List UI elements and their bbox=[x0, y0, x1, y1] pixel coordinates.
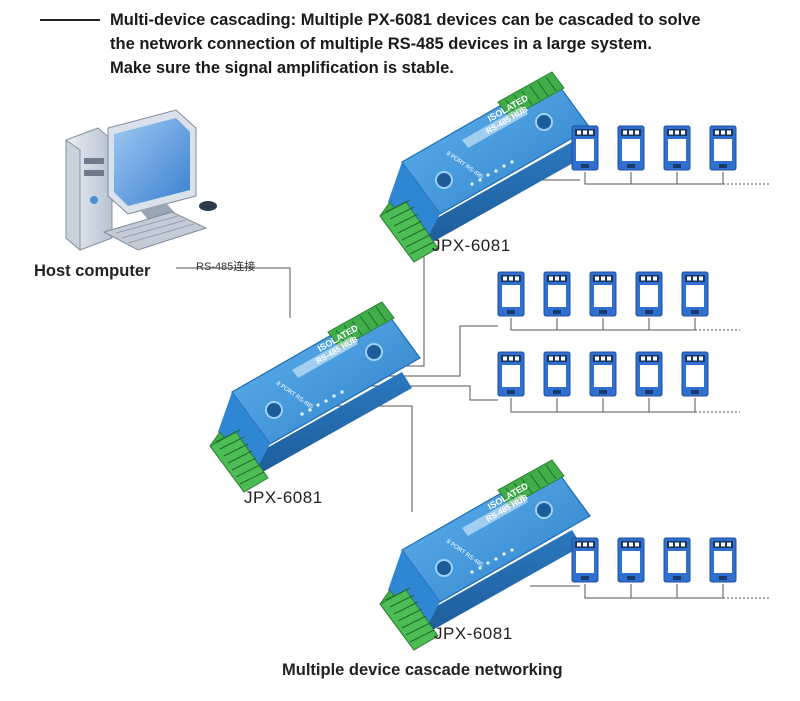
sensor-device-icon bbox=[617, 125, 645, 171]
sensor-device-icon bbox=[681, 271, 709, 317]
sensor-device-icon bbox=[709, 537, 737, 583]
hub-3-model-label: JPX-6081 bbox=[434, 624, 513, 643]
header-line-1: Multi-device cascading: Multiple PX-6081… bbox=[110, 11, 701, 29]
host-computer-icon bbox=[65, 109, 217, 252]
sensor-device-icon bbox=[589, 351, 617, 397]
header-line-3: Make sure the signal amplification is st… bbox=[110, 59, 454, 77]
row3-feed-wire bbox=[360, 385, 498, 401]
sensor-device-icon bbox=[681, 351, 709, 397]
header-rule bbox=[40, 19, 100, 21]
sensor-device-icon bbox=[543, 351, 571, 397]
row2-feed-wire bbox=[370, 325, 498, 377]
sensor-row-3 bbox=[497, 351, 709, 397]
host-link-wire bbox=[176, 267, 291, 318]
sensor-device-icon bbox=[571, 537, 599, 583]
header-line-2: the network connection of multiple RS-48… bbox=[110, 35, 652, 53]
host-computer-label: Host computer bbox=[34, 262, 151, 280]
sensor-device-icon bbox=[663, 537, 691, 583]
sensor-device-icon bbox=[617, 537, 645, 583]
sensor-device-icon bbox=[497, 271, 525, 317]
sensor-device-icon bbox=[635, 271, 663, 317]
sensor-device-icon bbox=[497, 351, 525, 397]
sensor-device-icon bbox=[663, 125, 691, 171]
header-text: Multi-device cascading: Multiple PX-6081… bbox=[110, 8, 790, 80]
hub-1-model-label: JPX-6081 bbox=[432, 236, 511, 255]
sensor-row-4 bbox=[571, 537, 737, 583]
sensor-device-icon bbox=[589, 271, 617, 317]
hub-2: ISOLATED RS-485 HUB 8 PORT RS-485 bbox=[209, 301, 421, 493]
sensor-device-icon bbox=[709, 125, 737, 171]
diagram-caption: Multiple device cascade networking bbox=[282, 661, 563, 679]
hub-3: ISOLATED RS-485 HUB 8 PORT RS-485 bbox=[379, 459, 591, 651]
sensor-device-icon bbox=[635, 351, 663, 397]
hub-1: ISOLATED RS-485 HUB 8 PORT RS-485 bbox=[379, 71, 591, 263]
sensor-device-icon bbox=[543, 271, 571, 317]
bus-lines bbox=[510, 172, 770, 599]
hub-2-model-label: JPX-6081 bbox=[244, 488, 323, 507]
sensor-row-1 bbox=[571, 125, 737, 171]
rs485-link-label: RS-485连接 bbox=[196, 261, 256, 273]
sensor-device-icon bbox=[571, 125, 599, 171]
sensor-row-2 bbox=[497, 271, 709, 317]
